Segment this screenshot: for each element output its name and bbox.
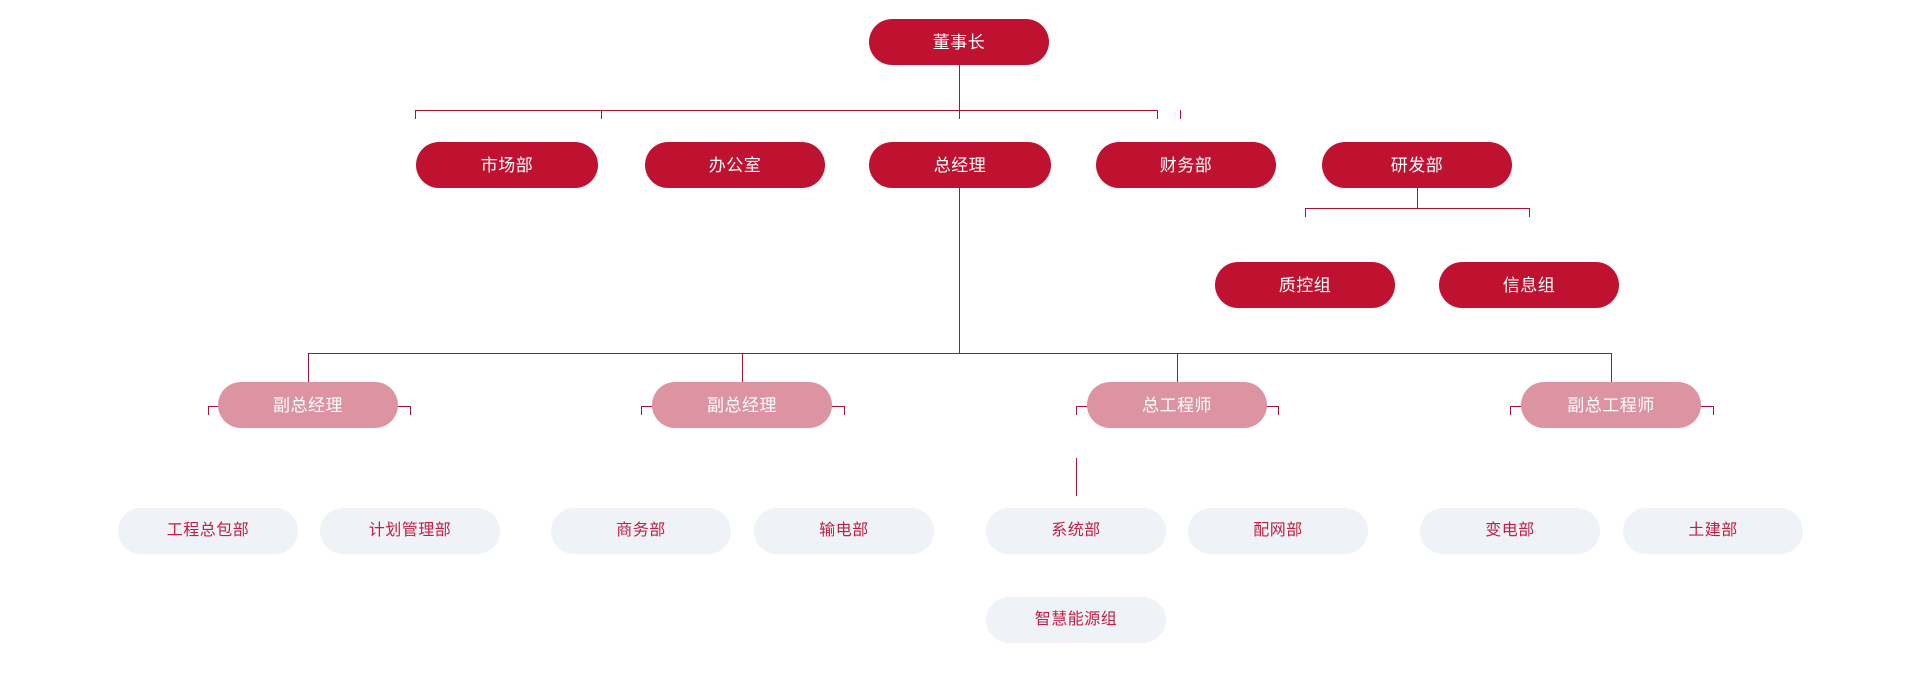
node-label: 工程总包部 — [166, 522, 250, 539]
edge-rnd-bus — [1305, 208, 1529, 209]
edge-to-transmission-dept — [844, 406, 845, 415]
node-marketing[interactable]: 市场部 — [416, 142, 598, 188]
edge-to-chief-engineer — [1177, 353, 1178, 362]
node-label: 商务部 — [616, 522, 666, 539]
node-label: 副总工程师 — [1567, 395, 1655, 415]
node-office[interactable]: 办公室 — [645, 142, 825, 188]
edge-to-deputy-gm-1 — [308, 353, 309, 362]
node-label: 智慧能源组 — [1034, 611, 1118, 628]
node-label: 土建部 — [1688, 522, 1738, 539]
edge-to-office — [601, 110, 602, 119]
node-label: 市场部 — [480, 155, 534, 175]
node-info-group[interactable]: 信息组 — [1439, 262, 1619, 308]
edge-to-system-dept — [1076, 406, 1077, 415]
node-label: 董事长 — [932, 32, 986, 52]
node-label: 副总经理 — [707, 395, 777, 415]
node-deputy-gm-2[interactable]: 副总经理 — [652, 382, 832, 428]
edge-to-civil-dept — [1713, 406, 1714, 415]
node-label: 副总经理 — [273, 395, 343, 415]
node-deputy-gm-1[interactable]: 副总经理 — [218, 382, 398, 428]
node-general-manager[interactable]: 总经理 — [869, 142, 1051, 188]
node-epc-dept[interactable]: 工程总包部 — [118, 508, 298, 554]
node-chairman[interactable]: 董事长 — [869, 19, 1049, 65]
edge-to-marketing — [415, 110, 416, 119]
edge-to-rnd — [1157, 110, 1158, 119]
node-business-dept[interactable]: 商务部 — [551, 508, 731, 554]
node-civil-dept[interactable]: 土建部 — [1623, 508, 1803, 554]
node-smart-energy-group[interactable]: 智慧能源组 — [986, 597, 1166, 643]
node-label: 计划管理部 — [368, 522, 452, 539]
edge-gm-down — [959, 164, 960, 353]
edge-deputies-bus — [308, 353, 1611, 354]
node-label: 总经理 — [933, 155, 987, 175]
node-qc-group[interactable]: 质控组 — [1215, 262, 1395, 308]
node-transmission-dept[interactable]: 输电部 — [754, 508, 934, 554]
node-chief-engineer[interactable]: 总工程师 — [1087, 382, 1267, 428]
edge-chairman-down — [959, 64, 960, 110]
node-label: 系统部 — [1051, 522, 1101, 539]
node-finance[interactable]: 财务部 — [1096, 142, 1276, 188]
edge-row2-bus — [415, 110, 1158, 111]
node-deputy-chief-engineer[interactable]: 副总工程师 — [1521, 382, 1701, 428]
node-system-dept[interactable]: 系统部 — [986, 508, 1166, 554]
edge-to-distribution-dept — [1278, 406, 1279, 415]
node-planning-dept[interactable]: 计划管理部 — [320, 508, 500, 554]
edge-to-finance — [959, 110, 960, 119]
edge-to-finance-2 — [1180, 110, 1181, 119]
edge-to-substation-dept — [1510, 406, 1511, 415]
node-label: 总工程师 — [1142, 395, 1212, 415]
node-label: 财务部 — [1159, 155, 1213, 175]
edge-to-deputy-gm-2 — [742, 353, 743, 362]
node-label: 配网部 — [1253, 522, 1303, 539]
node-label: 研发部 — [1390, 155, 1444, 175]
edge-to-deputy-chief-engineer — [1611, 353, 1612, 362]
edge-to-qc-group — [1305, 208, 1306, 217]
node-label: 输电部 — [819, 522, 869, 539]
node-label: 变电部 — [1485, 522, 1535, 539]
edge-to-business-dept — [641, 406, 642, 415]
edge-to-planning-dept — [410, 406, 411, 415]
node-label: 办公室 — [708, 155, 762, 175]
node-substation-dept[interactable]: 变电部 — [1420, 508, 1600, 554]
edge-system-dept-down — [1076, 458, 1077, 496]
node-label: 质控组 — [1278, 275, 1332, 295]
node-label: 信息组 — [1502, 275, 1556, 295]
edge-to-epc-dept — [208, 406, 209, 415]
node-rnd[interactable]: 研发部 — [1322, 142, 1512, 188]
edge-to-info-group — [1529, 208, 1530, 217]
node-distribution-dept[interactable]: 配网部 — [1188, 508, 1368, 554]
